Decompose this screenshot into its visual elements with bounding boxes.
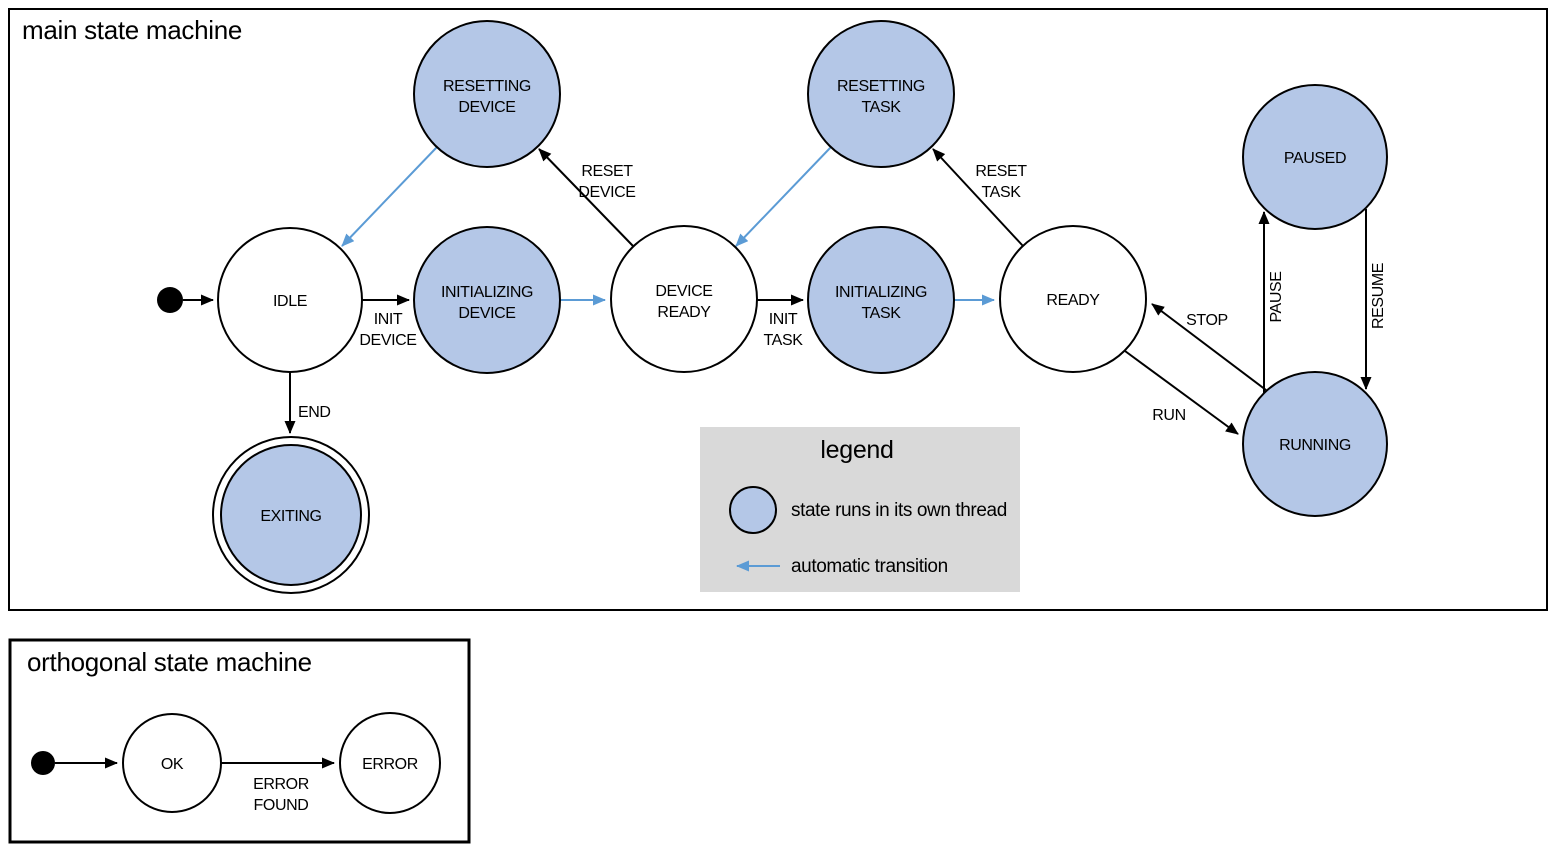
legend-threaded-state-label: state runs in its own thread [791,500,1007,521]
state-paused-circle [1242,84,1388,230]
orthogonal-state-machine-title: orthogonal state machine [27,647,312,677]
orthogonal-initial-state-dot [31,751,55,775]
transition-reset-task-arrow [932,148,1024,247]
state-device-ready-circle [610,225,758,373]
state-exiting-final: EXITING [212,436,370,594]
state-paused: PAUSED [1242,84,1388,230]
transition-stop-label: STOP [1186,312,1228,329]
transition-run-label: RUN [1152,407,1185,424]
orthogonal-state-machine-container [8,638,471,844]
state-ready: READY [999,225,1147,373]
legend-threaded-state-swatch [729,486,777,534]
state-resetting-device-circle [413,20,561,168]
state-ok-circle [122,713,222,813]
state-resetting-task-circle [807,20,955,168]
transition-reset-device-arrow [538,148,634,247]
transition-auto-resetting-task-to-device-ready-arrow [735,146,832,247]
legend: legend state runs in its own thread auto… [700,427,1020,592]
state-initializing-device-circle [413,226,561,374]
main-state-machine-container [8,8,1548,611]
state-initializing-task-circle [807,226,955,374]
state-ok: OK [122,713,222,813]
legend-title: legend [820,436,893,464]
state-running: RUNNING [1242,371,1388,517]
state-idle: IDLE [217,227,363,373]
state-error-label: ERROR [362,756,418,773]
state-exiting-inner-circle [220,444,362,586]
state-ready-circle [999,225,1147,373]
state-ready-label: READY [1046,292,1100,309]
transition-pause-label: PAUSE [1268,271,1285,322]
main-state-machine-title: main state machine [22,15,242,45]
state-running-label: RUNNING [1279,437,1351,454]
transition-stop-arrow [1151,303,1267,391]
transition-end-label: END [298,404,331,421]
state-running-circle [1242,371,1388,517]
state-error-circle [339,712,441,814]
state-ok-label: OK [161,756,184,773]
initial-state-dot [157,287,183,313]
transition-run-arrow [1124,350,1239,435]
legend-automatic-transition-label: automatic transition [791,556,948,577]
state-error: ERROR [339,712,441,814]
state-paused-label: PAUSED [1284,150,1346,167]
transition-auto-resetting-device-to-idle-arrow [341,146,438,247]
state-idle-label: IDLE [273,293,307,310]
transition-resume-label: RESUME [1370,263,1387,329]
state-exiting-label: EXITING [260,508,321,525]
state-idle-circle [217,227,363,373]
